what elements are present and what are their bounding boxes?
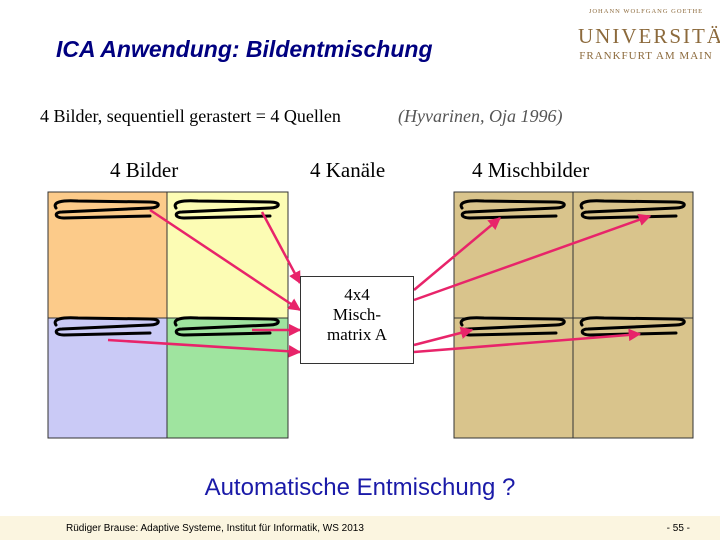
arrow-out-2 [413, 213, 652, 302]
subtitle: 4 Bilder, sequentiell gerastert = 4 Quel… [40, 106, 341, 126]
logo-main-text: UNIVERSITÄT [578, 24, 720, 48]
arrow-out-1 [413, 217, 501, 291]
raster-scan-icons [53, 199, 686, 337]
input-arrows [107, 208, 302, 358]
arrow-in-1 [149, 208, 302, 312]
mixed-images-grid [453, 191, 694, 439]
logo-top-text: JOHANN WOLFGANG GOETHE [588, 8, 704, 15]
arrow-in-2 [260, 211, 302, 285]
matrix-label-line2: Misch- [332, 305, 382, 324]
question-text: Automatische Entmischung ? [204, 474, 516, 501]
arrow-in-3 [107, 338, 302, 358]
scan-icon-3 [53, 316, 160, 337]
scan-icon-6 [579, 199, 686, 220]
mixing-matrix-box: 4x4 Misch- matrix A [300, 276, 414, 364]
scan-icon-4 [173, 316, 280, 337]
column-header-sources: 4 Bilder [110, 158, 179, 182]
footer-credit: Rüdiger Brause: Adaptive Systeme, Instit… [66, 523, 364, 534]
scan-icon-1 [53, 199, 160, 220]
scan-icon-8 [579, 316, 686, 337]
page-number: - 55 - [666, 523, 690, 534]
slide-title: ICA Anwendung: Bildentmischung [56, 36, 433, 62]
source-image-4 [166, 317, 289, 439]
citation: (Hyvarinen, Oja 1996) [398, 106, 563, 126]
matrix-label-line3: matrix A [327, 325, 387, 344]
logo-sub-text: FRANKFURT AM MAIN [579, 50, 713, 62]
column-header-mixtures: 4 Mischbilder [472, 158, 590, 182]
arrow-out-3 [413, 326, 474, 347]
output-arrows [413, 213, 652, 354]
source-images-grid [47, 191, 289, 439]
mixed-image-3 [453, 317, 574, 439]
source-image-3 [47, 317, 168, 439]
arrow-out-4 [413, 328, 642, 354]
scan-icon-5 [459, 199, 566, 220]
footer-bar: Rüdiger Brause: Adaptive Systeme, Instit… [0, 516, 720, 540]
matrix-label-line1: 4x4 [344, 285, 370, 304]
scan-icon-2 [173, 199, 280, 220]
university-logo: JOHANN WOLFGANG GOETHE UNIVERSITÄT FRANK… [578, 8, 720, 68]
column-header-channels: 4 Kanäle [310, 158, 386, 182]
